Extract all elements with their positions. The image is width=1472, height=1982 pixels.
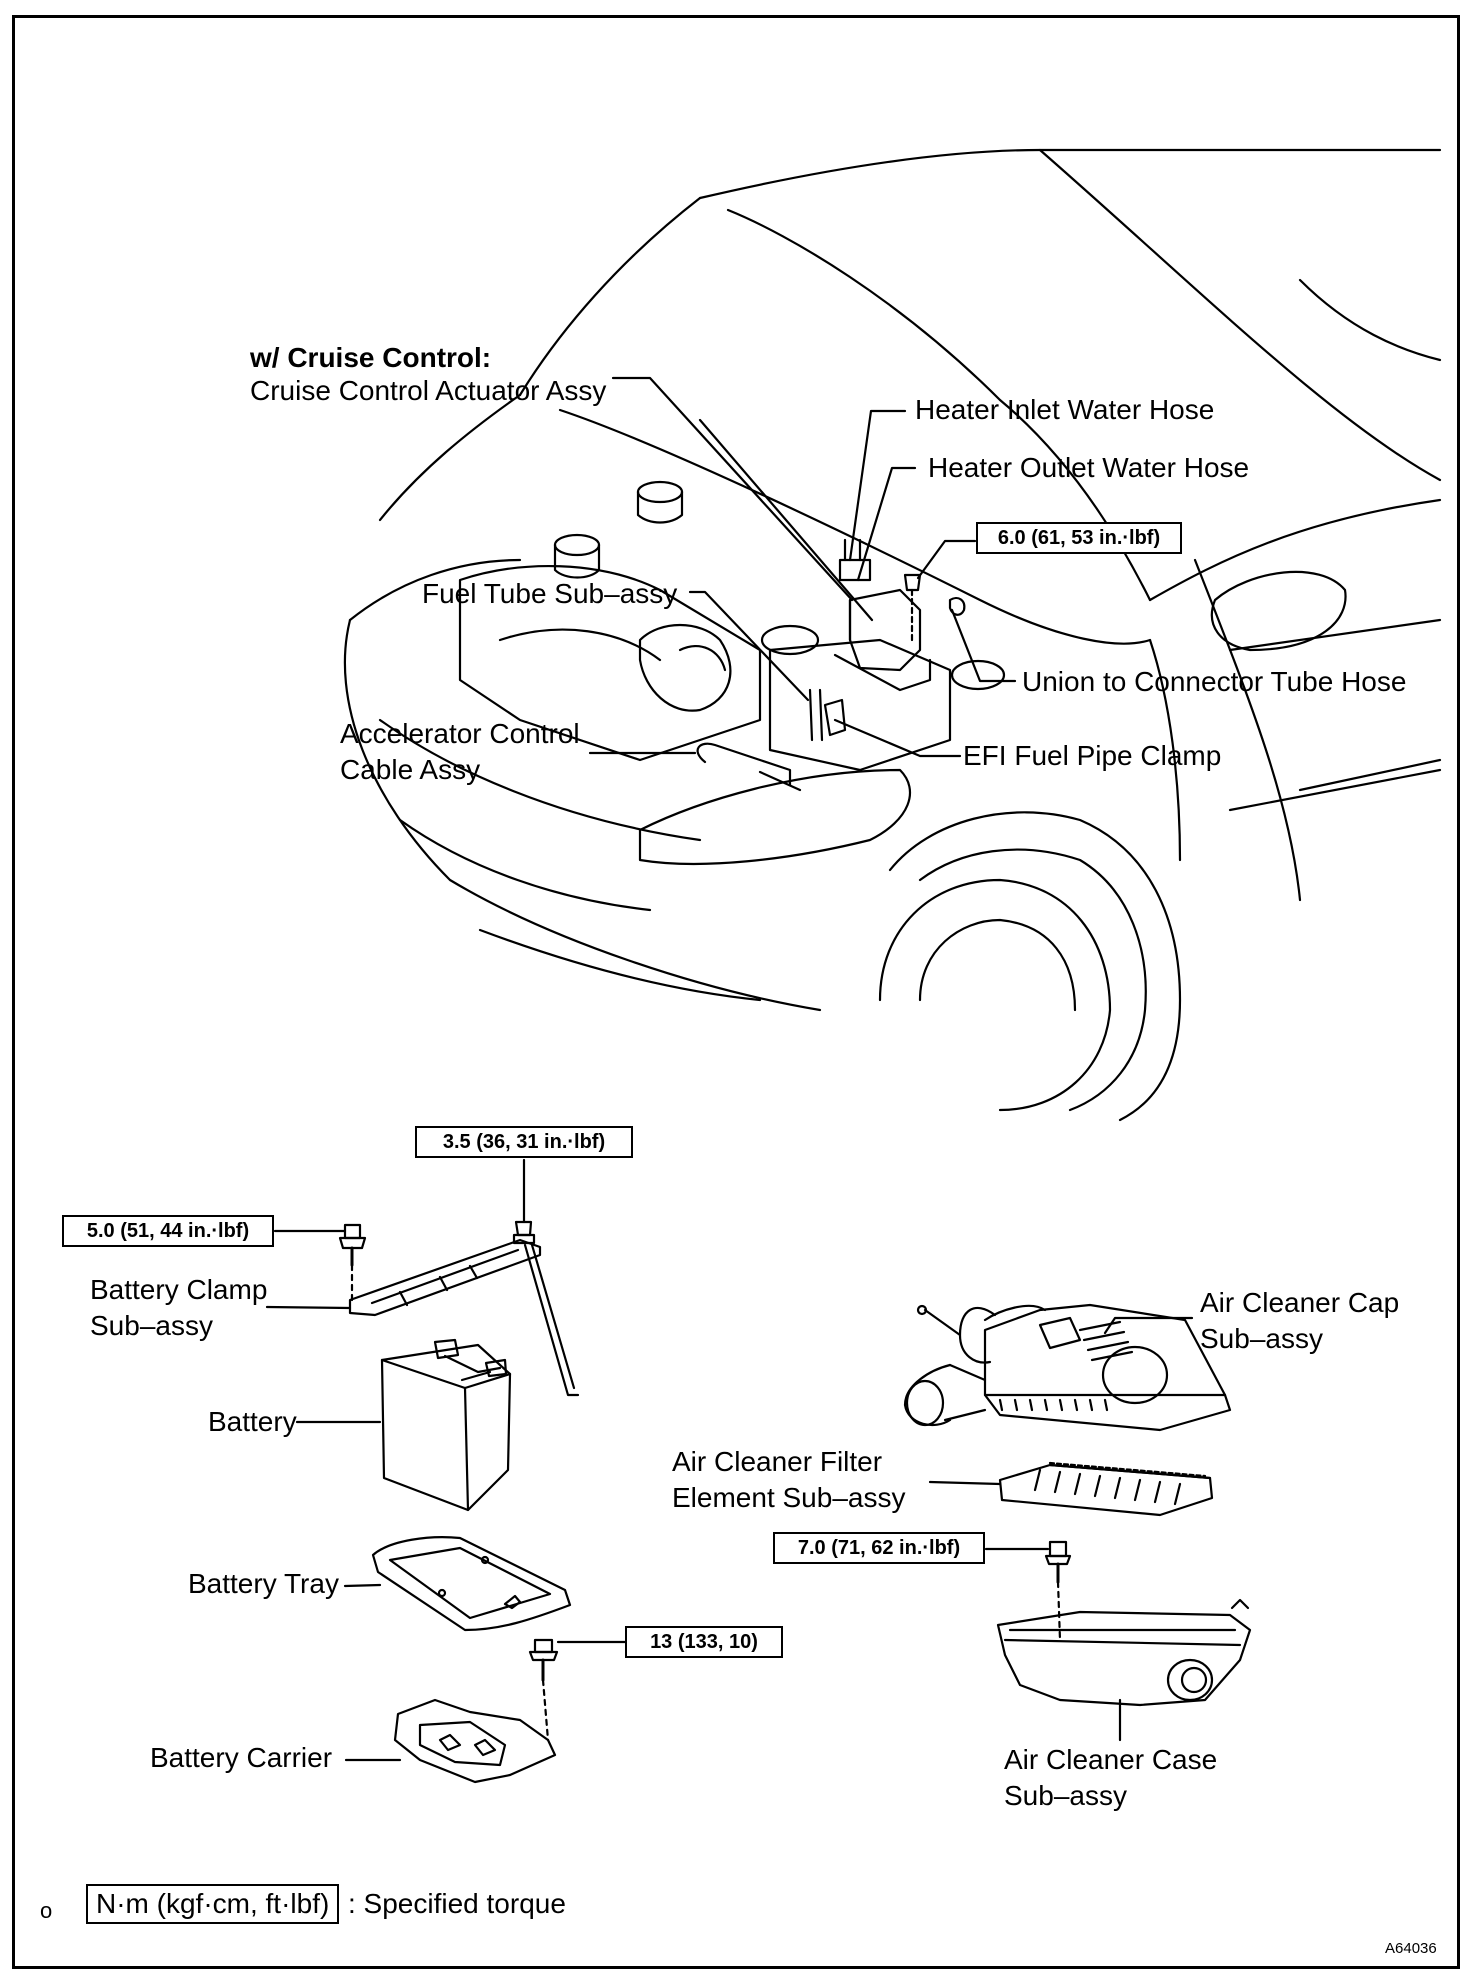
battery-group-drawing	[338, 1220, 580, 1784]
air-cleaner-cap-label-line1: Air Cleaner Cap	[1200, 1287, 1400, 1318]
figure-id: A64036	[1385, 1940, 1437, 1957]
torque-clamp-rod: 3.5 (36, 31 in.·lbf)	[415, 1126, 633, 1158]
battery-label: Battery	[208, 1406, 297, 1437]
air-cleaner-cap-label-line2: Sub–assy	[1200, 1323, 1323, 1354]
torque-unit-legend-text: : Specified torque	[348, 1888, 566, 1919]
cruise-actuator-label: Cruise Control Actuator Assy	[250, 375, 607, 406]
battery-leader-lines	[265, 1158, 627, 1762]
torque-carrier-bolt: 13 (133, 10)	[625, 1626, 783, 1658]
union-hose-label: Union to Connector Tube Hose	[1022, 666, 1407, 697]
corner-mark: o	[40, 1898, 53, 1923]
accelerator-cable-label-line2: Cable Assy	[340, 754, 481, 785]
cruise-control-heading: w/ Cruise Control:	[250, 342, 492, 373]
air-cleaner-leader-lines	[928, 1316, 1194, 1742]
air-cleaner-group-drawing	[903, 1303, 1252, 1707]
air-cleaner-case-label-line2: Sub–assy	[1004, 1780, 1127, 1811]
efi-clamp-label: EFI Fuel Pipe Clamp	[963, 740, 1222, 771]
torque-unit-legend-box: N·m (kgf·cm, ft·lbf)	[86, 1884, 340, 1924]
torque-air-case-bolt: 7.0 (71, 62 in.·lbf)	[773, 1532, 985, 1564]
air-filter-label-line1: Air Cleaner Filter	[672, 1446, 883, 1477]
air-cleaner-cap-label: Air Cleaner Cap Sub–assy	[1200, 1285, 1399, 1357]
battery-clamp-label-line2: Sub–assy	[90, 1310, 213, 1341]
heater-inlet-label: Heater Inlet Water Hose	[915, 394, 1215, 425]
fuel-tube-label: Fuel Tube Sub–assy	[422, 578, 678, 609]
car-body-drawing	[343, 148, 1442, 1122]
air-filter-label: Air Cleaner Filter Element Sub–assy	[672, 1444, 905, 1516]
torque-actuator-bolt: 6.0 (61, 53 in.·lbf)	[976, 522, 1182, 554]
air-cleaner-case-label-line1: Air Cleaner Case	[1004, 1744, 1218, 1775]
battery-clamp-label: Battery Clamp Sub–assy	[90, 1272, 267, 1344]
air-filter-label-line2: Element Sub–assy	[672, 1482, 906, 1513]
battery-tray-label: Battery Tray	[188, 1568, 339, 1599]
accelerator-cable-label-line1: Accelerator Control	[340, 718, 580, 749]
figure-frame	[12, 15, 1460, 1969]
air-cleaner-case-label: Air Cleaner Case Sub–assy	[1004, 1742, 1217, 1814]
heater-outlet-label: Heater Outlet Water Hose	[928, 452, 1250, 483]
accelerator-cable-label: Accelerator Control Cable Assy	[340, 716, 580, 788]
torque-clamp-bolt: 5.0 (51, 44 in.·lbf)	[62, 1215, 274, 1247]
battery-carrier-label: Battery Carrier	[150, 1742, 333, 1773]
car-leader-lines	[588, 376, 1017, 758]
battery-clamp-label-line1: Battery Clamp	[90, 1274, 268, 1305]
